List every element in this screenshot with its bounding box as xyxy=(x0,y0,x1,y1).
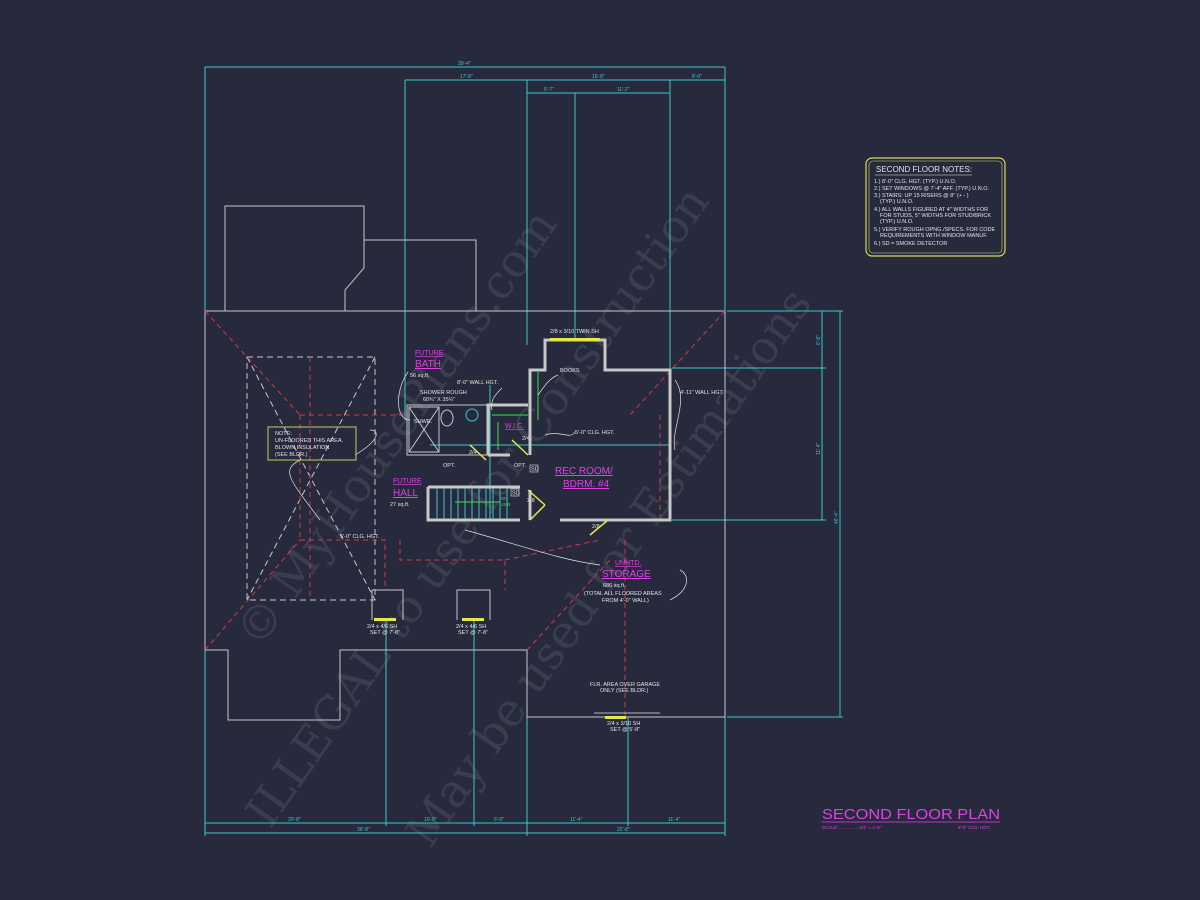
opt-label-2: OPT. xyxy=(514,463,527,469)
doors xyxy=(469,439,609,536)
garage-note-1: FLR. AREA OVER GARAGE xyxy=(590,682,660,688)
room-rec: REC ROOM/ BDRM. #4 xyxy=(555,466,613,490)
note-item: (TYP.) U.N.O. xyxy=(880,199,914,205)
dim-bottom-6: 36'-8" xyxy=(357,827,370,833)
unfloored-note: NOTE: UN-FLOORED THIS AREA. BLOWN INSULA… xyxy=(267,426,357,461)
dim-right-2: 11'-4" xyxy=(816,442,822,455)
rec-label-1: REC ROOM/ xyxy=(555,466,613,477)
storage-note-2: FROM 4'-0" WALL) xyxy=(602,598,649,604)
stairs xyxy=(436,488,508,519)
ceiling-height-label: 8'-0" CLG. HGT. xyxy=(958,825,990,830)
note-title: NOTE: xyxy=(275,431,292,437)
dim-top-3: 8'-0" xyxy=(692,74,702,80)
note-line-1: UN-FLOORED THIS AREA. xyxy=(275,438,344,444)
bath-fixtures xyxy=(406,404,489,456)
note-line-3: (SEE BLDR.) xyxy=(275,452,308,458)
note-item: 3.) STAIRS: UP 15 RISERS @ 8" (+ - ) xyxy=(874,193,969,199)
window-bottom-label-1: 2/4 x 3/10 SH xyxy=(607,721,640,727)
dim-top-2: 16'-8" xyxy=(592,74,605,80)
garage-note-2: ONLY (SEE BLDR.) xyxy=(600,688,649,694)
door-label-24a: 2/4 xyxy=(469,450,477,456)
door-label-28b: 2/8 xyxy=(592,524,600,530)
note-item: REQUIREMENTS WITH WINDOW MANUF. xyxy=(880,233,988,239)
storage-note-1: (TOTAL ALL FLOORED AREAS xyxy=(584,591,662,597)
dim-top-4: 5'-7" xyxy=(544,87,554,93)
stair-dn-label: DN xyxy=(501,496,508,501)
note-item: 4.) ALL WALLS FIGURED AT 4" WIDTHS FOR xyxy=(874,207,988,213)
shower-label: SHWR. xyxy=(414,419,433,425)
bath-area: 56 sq.ft. xyxy=(410,373,430,379)
shower-rough-2: 60¾" X 35¼" xyxy=(423,397,455,403)
leader-lines xyxy=(289,371,687,714)
title-block: SECOND FLOOR PLAN SCALE: ...............… xyxy=(822,806,1000,830)
dim-bottom-4: 11'-4" xyxy=(570,817,583,823)
sd-label-1: SD xyxy=(531,467,539,473)
wall-hgt-4: 4'-11" WALL HGT. xyxy=(680,390,724,396)
clg-5-left-label: 5'-0" CLG. HGT. xyxy=(340,534,380,540)
dim-right-3: 46'-4" xyxy=(834,511,840,524)
wic-label: W.I.C. xyxy=(505,423,524,430)
dim-bottom-5: 11'-4" xyxy=(668,817,681,823)
scale-label: SCALE: ............... 1/4" = 1'-0" xyxy=(822,825,882,830)
hall-area: 27 sq.ft. xyxy=(390,502,410,508)
closet-shelves xyxy=(492,372,539,450)
dim-right-1: 6'-8" xyxy=(816,335,822,345)
bath-label-1: FUTURE xyxy=(415,350,444,357)
door-label-28a: 2/8 xyxy=(527,498,535,504)
window-mid-label-1: 2/4 x 4/6 SH xyxy=(456,624,486,630)
storage-label-2: STORAGE xyxy=(602,569,651,580)
second-floor-notes: SECOND FLOOR NOTES: 1.) 8'-0" CLG. HGT. … xyxy=(865,157,1006,257)
window-top-label: 2/8 x 3/10 TWIN SH xyxy=(550,329,599,335)
dim-bottom-2: 10'-8" xyxy=(424,817,437,823)
opt-label-1: OPT. xyxy=(443,463,456,469)
window-mid-label-2: SET @ 7'-8" xyxy=(458,630,488,636)
door-label-24b: 2/4 xyxy=(522,436,530,442)
windows xyxy=(374,338,626,719)
hall-label-1: FUTURE xyxy=(393,478,422,485)
roof-hip-lines xyxy=(204,310,726,717)
shower-rough-1: SHOWER ROUGH xyxy=(420,390,467,396)
note-item: 6.) SD = SMOKE DETECTOR xyxy=(874,241,947,247)
stair-risers-label: 15 R xyxy=(501,502,511,507)
window-left-label-1: 2/4 x 4/6 SH xyxy=(367,624,397,630)
note-item: (TYP.) U.N.O. xyxy=(880,219,914,225)
watermark: © MyHousePlans.com ILLEGAL to use for Co… xyxy=(225,176,822,856)
dim-bottom-3: 6'-0" xyxy=(494,817,504,823)
dim-bottom-7: 22'-8" xyxy=(617,827,630,833)
note-item: 5.) VERIFY ROUGH OPNG./SPECS. FOR CODE xyxy=(874,227,996,233)
note-item: FOR STUDS, 5" WIDTHS FOR STUD/BRICK xyxy=(880,213,991,219)
dim-top-1: 17'-8" xyxy=(460,74,473,80)
window-left-label-2: SET @ 7'-8" xyxy=(370,630,400,636)
room-hall: FUTURE HALL 27 sq.ft. xyxy=(390,478,422,508)
dim-top-overall: 39'-4" xyxy=(458,61,471,67)
dim-top-5: 11'-2" xyxy=(617,87,630,93)
wall-hgt-8: 8'-0" WALL HGT. xyxy=(457,380,499,386)
rec-label-2: BDRM. #4 xyxy=(563,479,610,490)
storage-area: 686 sq.ft. xyxy=(603,583,626,589)
room-bath: FUTURE BATH 56 sq.ft. xyxy=(410,350,444,379)
roof-outline xyxy=(204,205,726,721)
storage-label-1: UNHTD. xyxy=(615,560,641,567)
clg-5-label: 5'-0" CLG. HGT. xyxy=(575,430,615,436)
note-item: 2.) SET WINDOWS @ 7'-4" AFF. (TYP.) U.N.… xyxy=(874,186,990,192)
hall-label-2: HALL xyxy=(393,488,418,499)
dim-bottom-1: 20'-8" xyxy=(288,817,301,823)
room-storage: UNHTD. STORAGE 686 sq.ft. (TOTAL ALL FLO… xyxy=(584,560,662,604)
books-label: BOOKS xyxy=(560,368,580,374)
note-line-2: BLOWN INSULATION xyxy=(275,445,329,451)
window-bottom-label-2: SET @ 5'-8" xyxy=(610,727,640,733)
plan-title: SECOND FLOOR PLAN xyxy=(822,806,1000,823)
bath-label-2: BATH xyxy=(415,359,441,370)
note-item: 1.) 8'-0" CLG. HGT. (TYP.) U.N.O. xyxy=(874,179,957,185)
sd-label-2: SD xyxy=(512,491,520,497)
smoke-detector: SD SD xyxy=(510,464,539,497)
notes-heading: SECOND FLOOR NOTES: xyxy=(876,165,972,174)
